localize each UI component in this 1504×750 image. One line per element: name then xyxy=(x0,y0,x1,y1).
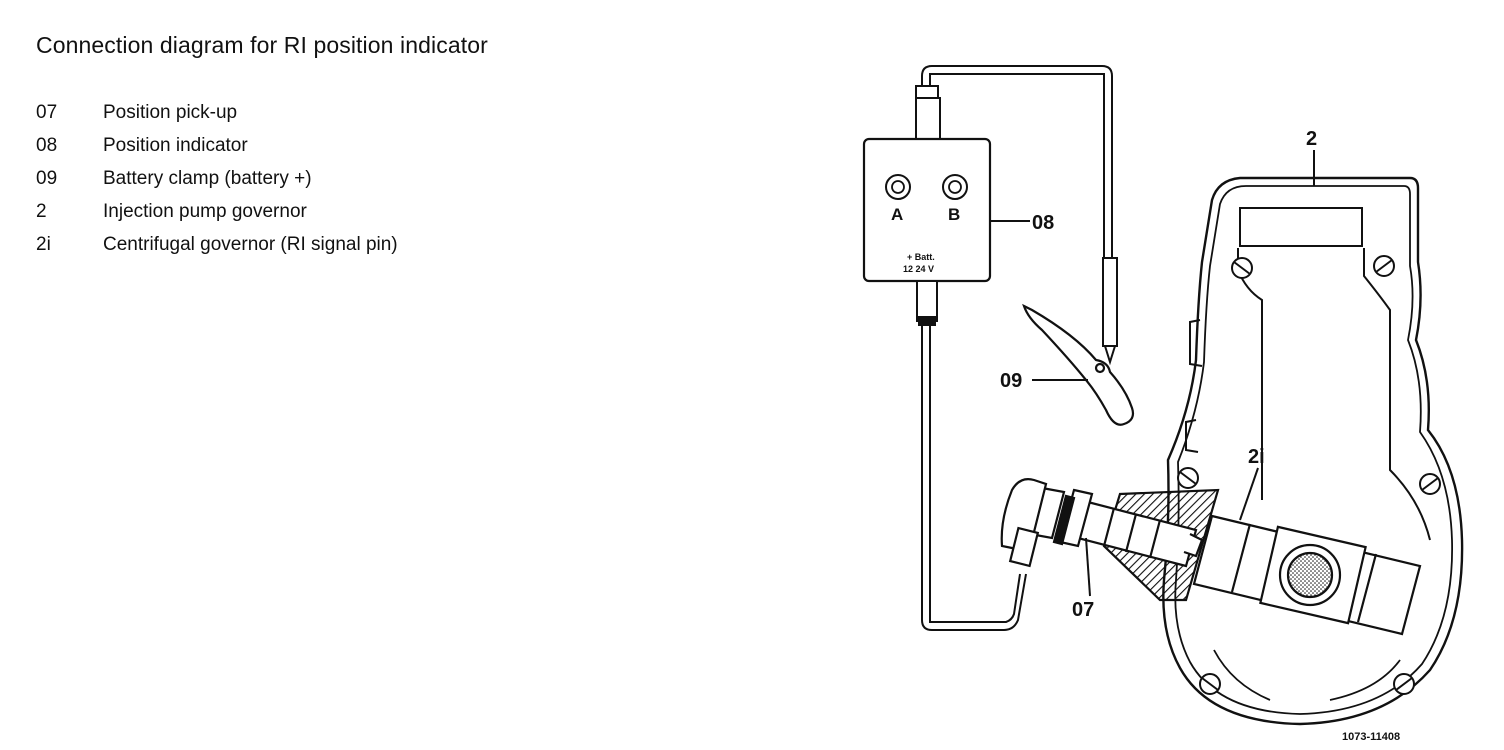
housing-screw-icon xyxy=(1177,255,1441,695)
clamp-sleeve xyxy=(1102,257,1118,347)
legend-item: 07 Position pick-up xyxy=(36,102,398,135)
legend-item: 09 Battery clamp (battery +) xyxy=(36,168,398,201)
callout-2: 2 xyxy=(1306,128,1317,150)
callout-2i: 2i xyxy=(1248,446,1265,468)
battery-cable xyxy=(921,65,1113,262)
legend-label: Battery clamp (battery +) xyxy=(103,168,312,189)
position-indicator: A B + Batt. 12 24 V xyxy=(862,85,992,326)
legend-item: 2i Centrifugal governor (RI signal pin) xyxy=(36,234,398,267)
legend-item: 2 Injection pump governor xyxy=(36,201,398,234)
terminal-b-label: B xyxy=(948,205,960,224)
governor-housing xyxy=(1162,176,1464,726)
figure-id: 1073-11408 xyxy=(1342,731,1400,743)
legend-label: Position indicator xyxy=(103,135,248,156)
legend-code: 08 xyxy=(36,135,58,156)
page-title: Connection diagram for RI position indic… xyxy=(36,32,488,58)
callout-09: 09 xyxy=(1000,370,1022,392)
legend-code: 2 xyxy=(36,201,47,222)
legend-code: 09 xyxy=(36,168,58,189)
legend-list: 07 Position pick-up 08 Position indicato… xyxy=(36,102,398,267)
voltage-label: 12 24 V xyxy=(903,264,934,274)
legend-label: Position pick-up xyxy=(103,102,238,123)
legend-code: 2i xyxy=(36,234,51,255)
battery-clamp xyxy=(1022,303,1135,426)
centrifugal-governor xyxy=(1192,514,1422,636)
terminal-a-label: A xyxy=(891,205,903,224)
pickup-cable xyxy=(921,326,1027,631)
callout-08: 08 xyxy=(1032,212,1054,234)
callout-07: 07 xyxy=(1072,599,1094,621)
legend-label: Injection pump governor xyxy=(103,201,307,222)
legend-item: 08 Position indicator xyxy=(36,135,398,168)
batt-label: + Batt. xyxy=(907,252,935,262)
legend-code: 07 xyxy=(36,102,58,123)
position-pickup xyxy=(1000,478,1220,602)
legend-label: Centrifugal governor (RI signal pin) xyxy=(103,234,398,255)
